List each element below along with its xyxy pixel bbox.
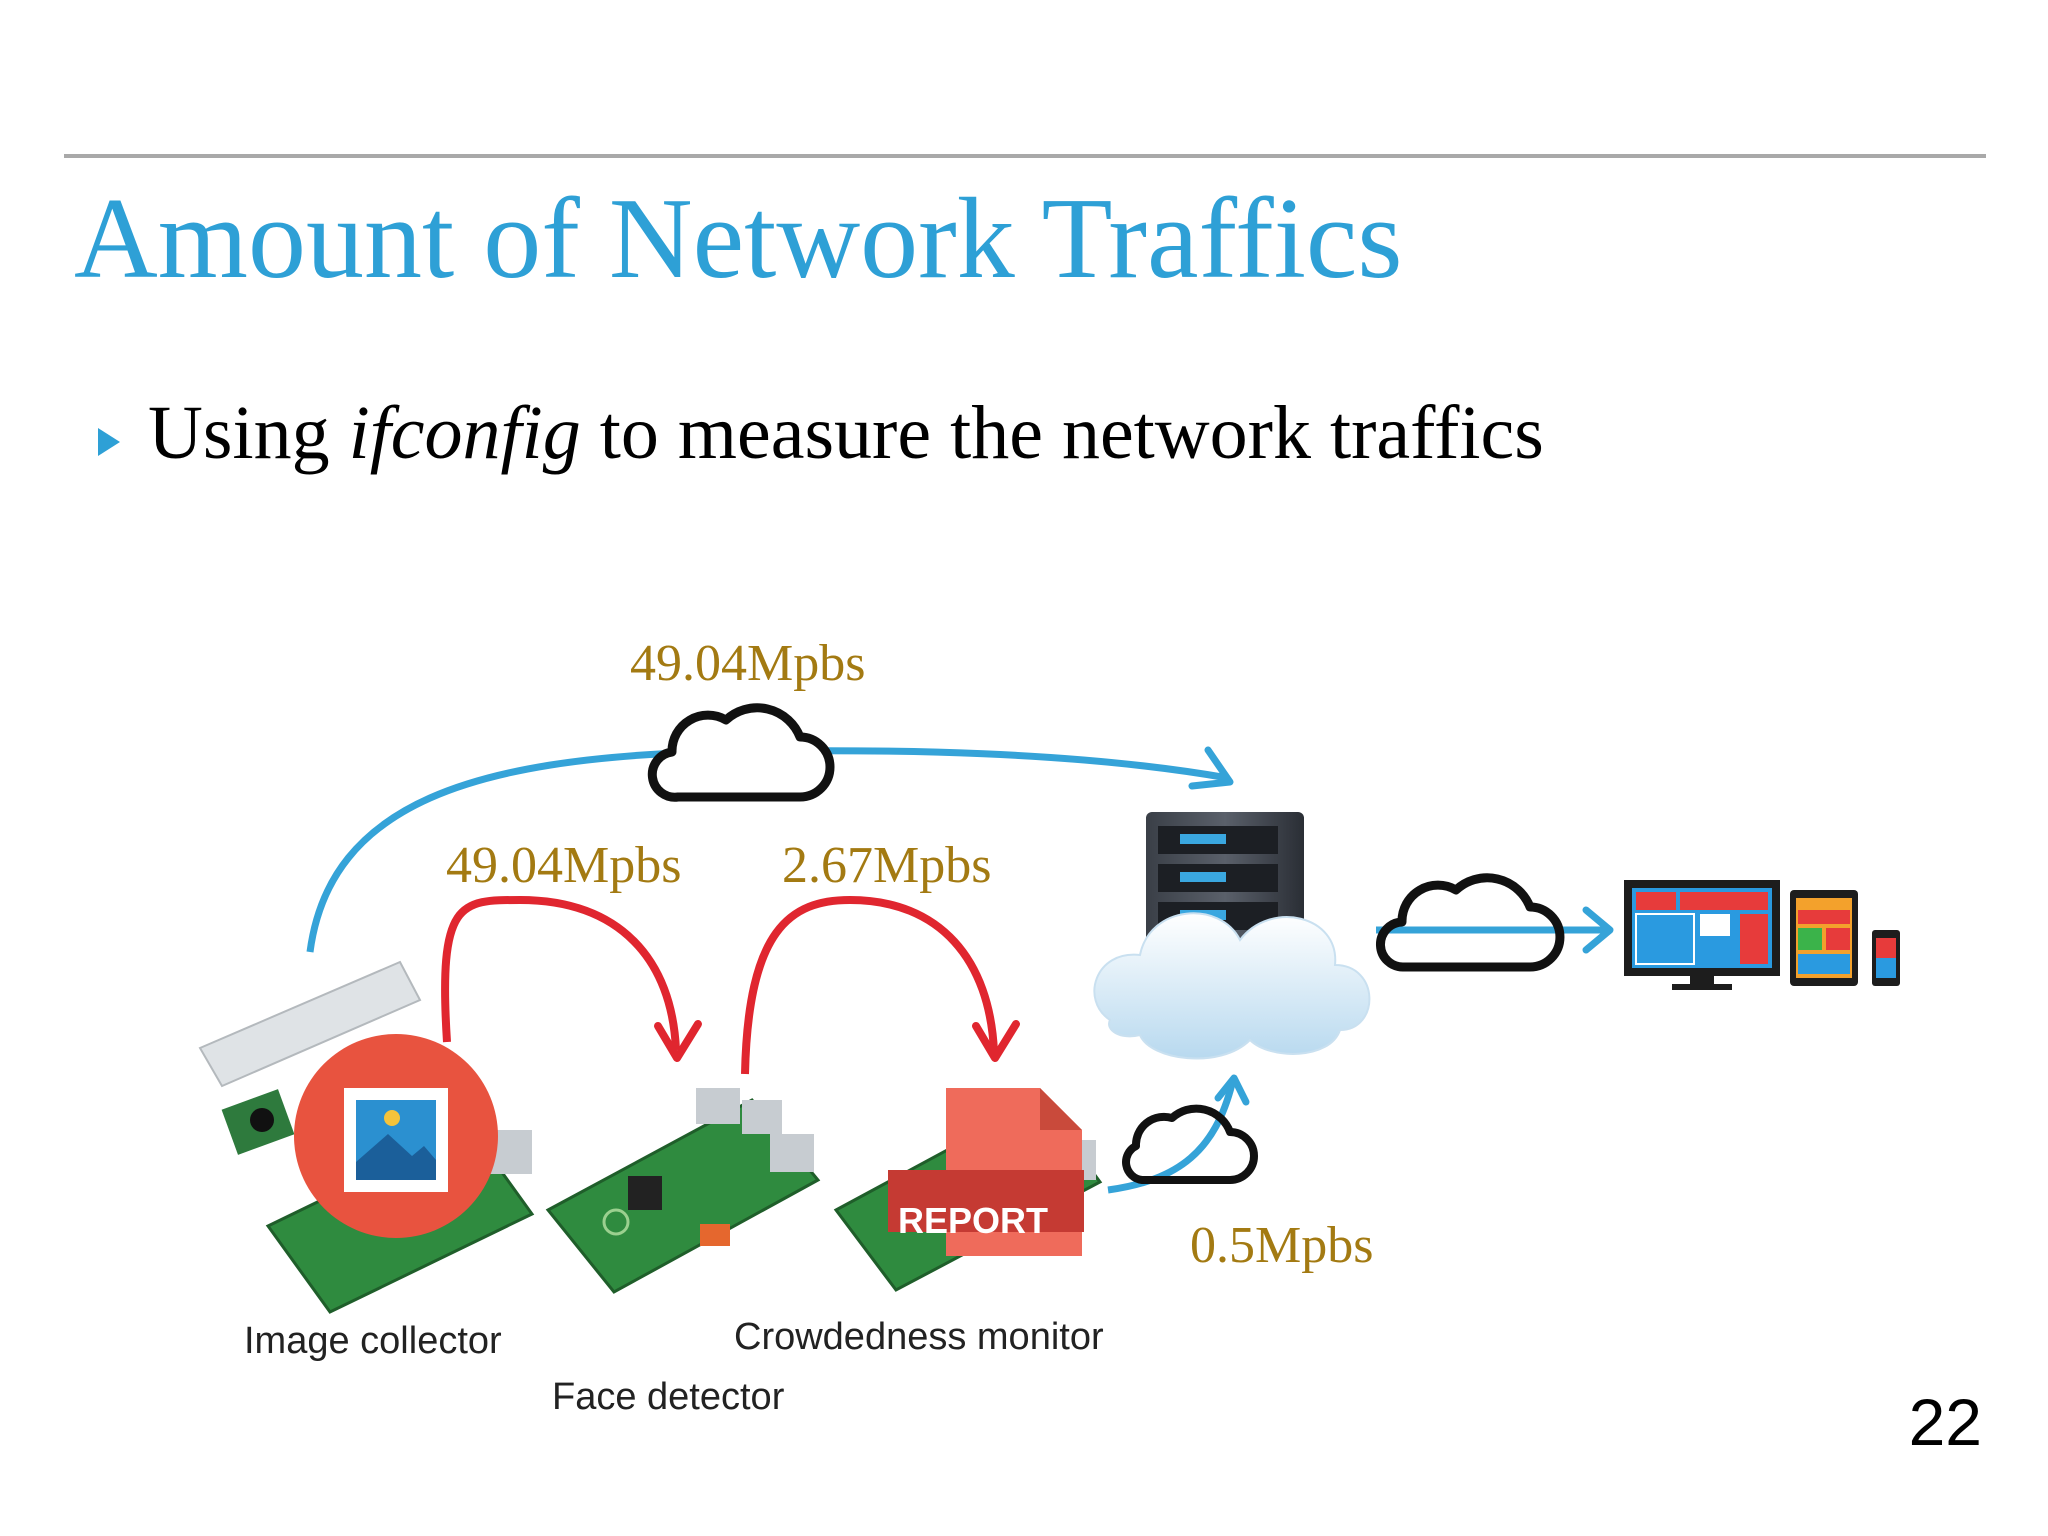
title-divider bbox=[64, 154, 1986, 158]
client-devices-icon bbox=[1624, 880, 1900, 990]
rate-direct-upload: 49.04Mpbs bbox=[630, 635, 866, 692]
bullet-triangle-icon bbox=[98, 428, 120, 456]
slide-title: Amount of Network Traffics bbox=[74, 175, 1403, 303]
cloud-icon bbox=[647, 703, 835, 802]
rate-collector-to-detector: 49.04Mpbs bbox=[446, 837, 682, 894]
rate-monitor-to-server: 0.5Mpbs bbox=[1190, 1217, 1374, 1274]
label-image-collector: Image collector bbox=[244, 1320, 502, 1362]
label-face-detector: Face detector bbox=[552, 1376, 785, 1418]
server-to-devices-arrow bbox=[1376, 906, 1614, 954]
image-collector-device bbox=[198, 960, 535, 1314]
cloud-icon bbox=[1122, 1104, 1258, 1184]
detector-to-monitor-arrow bbox=[741, 895, 1020, 1075]
face-detector-device bbox=[545, 1088, 821, 1294]
page-number: 22 bbox=[1908, 1385, 1982, 1459]
label-crowdedness-monitor: Crowdedness monitor bbox=[734, 1316, 1104, 1358]
monitor-to-server-arrow bbox=[1107, 1074, 1250, 1194]
bullet-text: Using ifconfig to measure the network tr… bbox=[148, 391, 1544, 475]
bullet-point: Using ifconfig to measure the network tr… bbox=[98, 391, 1544, 476]
crowdedness-monitor-device bbox=[833, 1088, 1103, 1292]
collector-to-detector-arrow bbox=[441, 895, 702, 1062]
cloud-icon bbox=[1376, 873, 1565, 972]
cloud-server-icon bbox=[1093, 812, 1371, 1060]
report-badge: REPORT bbox=[898, 1200, 1049, 1241]
rate-detector-to-monitor: 2.67Mpbs bbox=[782, 837, 992, 894]
